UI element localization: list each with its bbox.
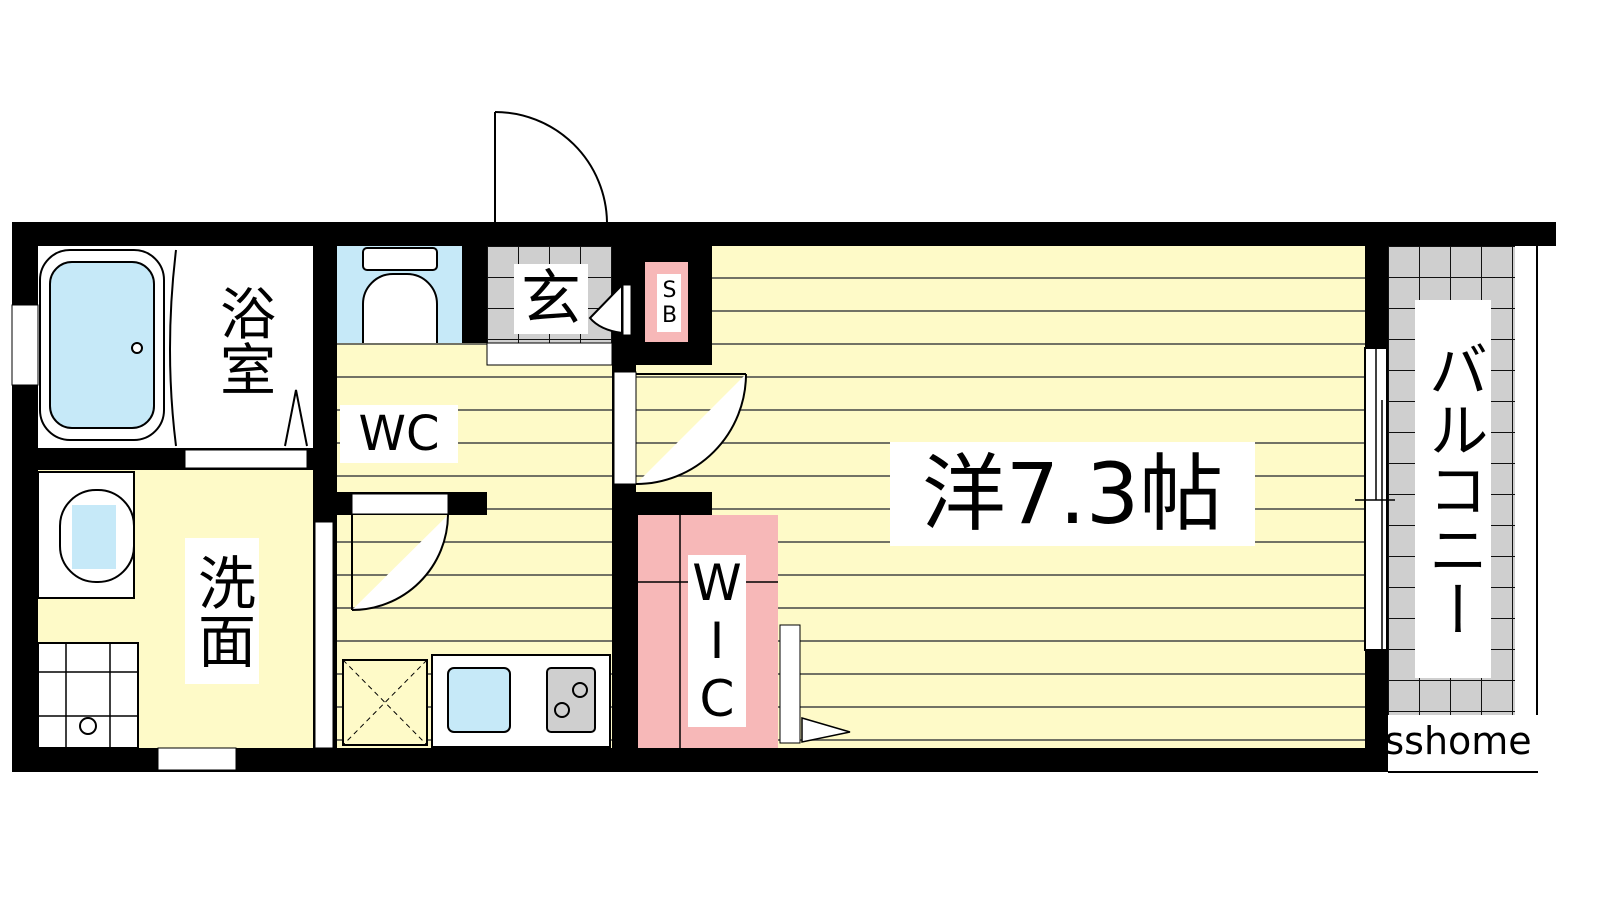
drain-icon [131, 342, 143, 354]
wic-label: WIC [688, 554, 746, 728]
burner-icon [572, 682, 588, 698]
sink [447, 667, 511, 733]
washroom-window [157, 747, 237, 771]
bathtub-water [49, 261, 155, 429]
watermark: sshome [1384, 719, 1532, 763]
entrance-label: 玄 [514, 264, 588, 334]
bath-label: 浴室 [212, 274, 284, 414]
room-door [635, 373, 747, 485]
stove [546, 667, 596, 733]
balcony-label: バルコニー [1415, 300, 1491, 678]
washroom-door [314, 521, 334, 749]
wc-door [351, 514, 449, 611]
entrance-door [494, 111, 608, 223]
bath-window [11, 304, 39, 386]
western-room-label: 洋7.3帖 [890, 442, 1255, 546]
wc-label: WC [340, 405, 458, 463]
shoe-box-label: SB [657, 274, 682, 332]
toilet-tank [362, 247, 438, 271]
bath-door [184, 449, 308, 469]
burner-icon [554, 702, 570, 718]
washroom-label: 洗面 [185, 538, 259, 684]
